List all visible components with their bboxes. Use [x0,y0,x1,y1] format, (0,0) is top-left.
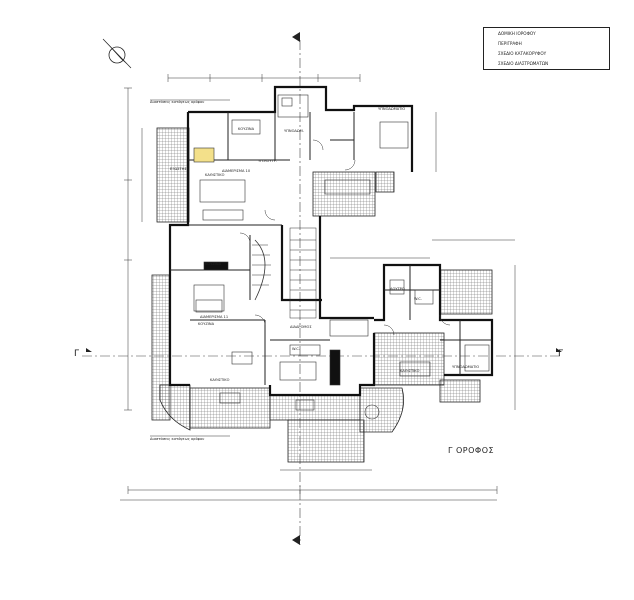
room-dining: ΚΟΥΖΙΝΑ [205,262,222,266]
exterior-walls [168,85,494,397]
room-living-right: ΚΑΘΙΣΤΙΚΟ [400,369,420,373]
title-block-line-1: ΔΟΜΙΚΗ ΙΟΡΟΦΟΥ [498,31,536,36]
title-block: ΔΟΜΙΚΗ ΙΟΡΟΦΟΥ ΠΕΡΙΓΡΑΦΗ ΣΧΕΔΙΟ ΚΑΤΑΚΟΡΥ… [483,27,610,70]
room-wc-right: W.C. [414,297,422,301]
top-dimension-note: Διαστάσεις κατόψεως ορόφου [150,100,204,104]
room-living-top: ΚΑΘΙΣΤΙΚΟ [205,173,225,177]
bottom-dimension-note: Διαστάσεις κατόψεως ορόφου [150,437,204,441]
doors [239,139,451,336]
north-arrow-icon [102,38,132,69]
room-bedroom-top: ΥΠΝΟΔΩΜ. [284,129,304,133]
floor-label: Γ ΟΡΟΦΟΣ [448,446,495,455]
interior-walls [170,112,492,385]
section-label-right: Γ [558,349,563,359]
staircase [252,227,317,319]
room-kitchen-top: ΚΟΥΖΙΝΑ [238,127,255,131]
title-block-line-4: ΣΧΕΔΙΟ ΔΙΑΣΤΡΩΜΑΤΩΝ [498,61,549,66]
section-marker-icon: Γ Γ [74,32,563,545]
room-labels: ΥΠΝΟΔΩΜ. ΥΠΝΟΔΩΜΑΤΙΟ ΚΟΥΖΙΝΑ ΥΠ.ΛΟΥΤΡ. Δ… [170,107,479,382]
room-kitchen-lower: ΚΟΥΖΙΝΑ [198,322,215,326]
room-apartment-10: ΔΙΑΜΕΡΙΣΜΑ 10 [222,169,251,173]
room-living-lower: ΚΑΘΙΣΤΙΚΟ [210,378,230,382]
room-balcony-1: ΕΞΩΣΤΗΣ [170,167,187,171]
room-wc-center: W.C. [292,347,300,351]
room-bath-right: ΛΟΥΤΡΟ [390,287,405,291]
furniture [193,94,490,420]
title-block-line-2: ΠΕΡΙΓΡΑΦΗ [498,41,522,46]
room-corridor: ΔΙΑΔΡΟΜΟΣ [290,325,312,329]
section-label-left: Γ [74,349,79,359]
room-apartment-11: ΔΙΑΜΕΡΙΣΜΑ 11 [200,315,228,319]
room-wc-top: ΥΠ.ΛΟΥΤΡ. [258,159,277,163]
title-block-line-3: ΣΧΕΔΙΟ ΚΑΤΑΚΟΡΥΦΟΥ [498,51,547,56]
room-bedroom-lower-right: ΥΠΝΟΔΩΜΑΤΙΟ [452,365,479,369]
room-bedroom-right: ΥΠΝΟΔΩΜΑΤΙΟ [378,107,405,111]
dimension-lines [120,74,516,501]
